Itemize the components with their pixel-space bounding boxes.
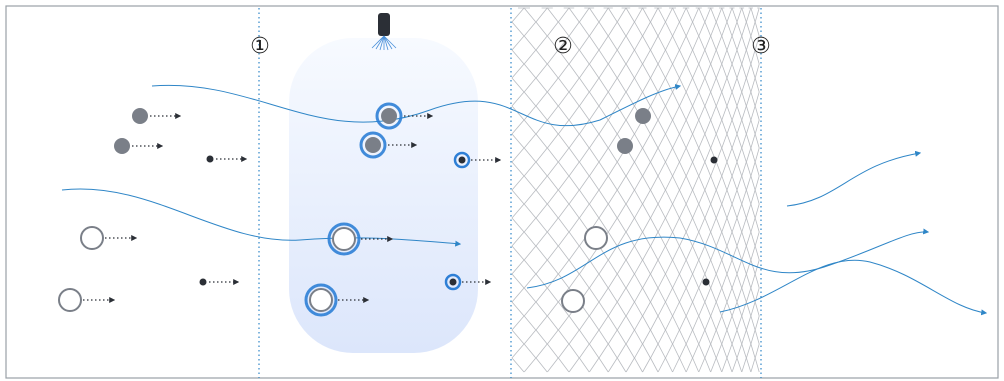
ionizer-nozzle-icon: [371, 13, 397, 51]
dust-particle-icon: [584, 226, 608, 250]
filter-fiber: [704, 7, 712, 373]
charged-particles: [304, 102, 502, 317]
filter-fiber: [721, 7, 728, 373]
filter-fiber: [607, 7, 618, 373]
filter-fiber: [511, 7, 525, 373]
filter-fiber: [741, 7, 747, 373]
filter-fiber: [641, 7, 651, 373]
filter-fiber: [634, 7, 644, 373]
filter-fiber: [754, 7, 760, 373]
filter-fiber: [715, 7, 723, 373]
dust-particle-icon: [80, 226, 104, 250]
dust-particle-icon: [710, 156, 718, 164]
filter-fiber: [736, 7, 743, 373]
airflow-arrow-icon: [61, 188, 462, 247]
dust-particle-icon: [702, 278, 710, 286]
filter-fiber: [625, 7, 635, 373]
dust-particle-icon: [561, 289, 585, 313]
filter-fiber: [750, 7, 756, 373]
filter-fiber: [546, 7, 559, 373]
stage-label-1: ①: [250, 34, 270, 59]
filter-fiber: [535, 7, 549, 373]
filter-fiber: [745, 7, 752, 373]
airflow-arrow-icon: [786, 150, 922, 207]
filter-fiber: [671, 7, 680, 373]
dust-particle-icon: [635, 108, 651, 124]
charged-particle-icon: [327, 222, 361, 256]
dust-particle-icon: [58, 288, 82, 312]
filter-fiber: [692, 7, 700, 373]
filter-fiber: [726, 7, 733, 373]
filter-fiber: [731, 7, 738, 373]
dust-particle-icon: [199, 278, 207, 286]
airflow-lines: [61, 84, 988, 316]
airflow-arrow-icon: [719, 259, 988, 316]
charged-particle-icon: [444, 273, 462, 291]
filter-fiber: [710, 7, 717, 373]
filter-fiber: [698, 7, 706, 373]
filter-fiber: [665, 7, 674, 373]
diagram-frame: [5, 5, 999, 379]
charged-particle-icon: [453, 151, 471, 169]
filter-fiber: [598, 7, 609, 373]
airflow-arrow-icon: [151, 84, 682, 127]
filter-fiber: [578, 7, 590, 373]
filter-fiber: [557, 7, 570, 373]
filter-fiber: [616, 7, 627, 373]
stage-label-3: ③: [751, 34, 771, 59]
filter-fiber: [679, 7, 687, 373]
charged-particle-icon: [375, 102, 403, 130]
filter-fiber: [650, 7, 659, 373]
stage-label-2: ②: [553, 34, 573, 59]
filter-fiber: [685, 7, 693, 373]
filter-fiber: [588, 7, 600, 373]
filter-fiber: [523, 7, 537, 373]
charged-particle-icon: [304, 283, 338, 317]
incoming-particles: [58, 108, 248, 312]
charged-particle-icon: [359, 131, 387, 159]
dust-particle-icon: [206, 155, 214, 163]
dust-particle-icon: [617, 138, 633, 154]
dust-particle-icon: [132, 108, 148, 124]
trapped-particles: [561, 108, 718, 313]
dust-particle-icon: [114, 138, 130, 154]
filter-fiber: [657, 7, 666, 373]
airflow-arrow-icon: [526, 228, 930, 289]
fiber-filter-mesh: [511, 7, 760, 373]
